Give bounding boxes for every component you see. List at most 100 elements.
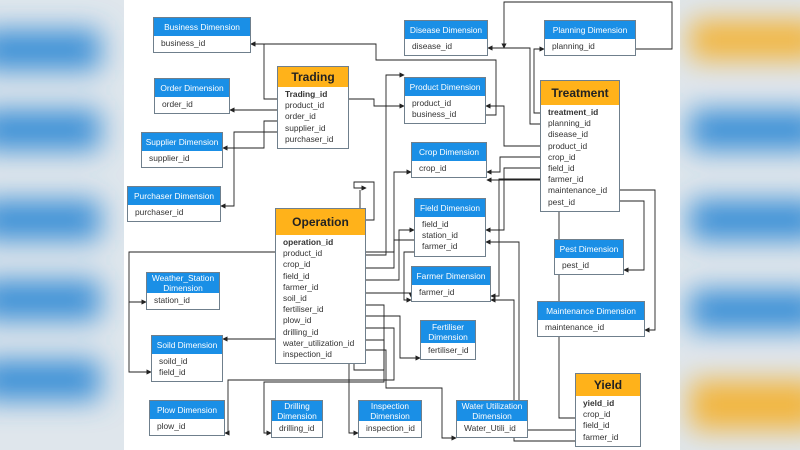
table-field: maintenance_id — [545, 322, 605, 332]
pest-field-list: pest_id — [555, 258, 623, 274]
supplier-field-list: supplier_id — [142, 151, 222, 167]
relationship-connector — [366, 349, 457, 441]
drilling-field-list: drilling_id — [272, 421, 322, 437]
relationship-connector — [620, 200, 645, 273]
table-field: farmer_id — [583, 431, 619, 442]
table-field: Water_Utili_id — [464, 423, 516, 433]
primary-key-field: yield_id — [583, 398, 615, 408]
relationship-connector — [349, 98, 405, 109]
table-field: product_id — [285, 100, 325, 111]
table-field: fertiliser_id — [428, 345, 469, 355]
table-field: pest_id — [562, 260, 590, 270]
table-field: farmer_id — [283, 281, 319, 292]
planning-dimension-table: Planning Dimension planning_id — [544, 20, 636, 57]
relationship-connector — [501, 1, 673, 50]
table-field: field_id — [159, 367, 186, 378]
drilling-table-title: Drilling Dimension — [272, 401, 322, 421]
product-table-title: Product Dimension — [405, 78, 485, 96]
field-table-title: Field Dimension — [415, 199, 485, 217]
table-field: disease_id — [412, 41, 453, 51]
table-field: maintenance_id — [548, 185, 608, 196]
table-field: purchaser_id — [285, 133, 334, 144]
supplier-table-title: Supplier Dimension — [142, 133, 222, 151]
disease-field-list: disease_id — [405, 39, 487, 55]
table-field: order_id — [162, 99, 193, 109]
fertiliser-field-list: fertiliser_id — [421, 343, 475, 359]
table-field: supplier_id — [149, 153, 190, 163]
primary-key-field: treatment_id — [548, 107, 599, 117]
table-field: crop_id — [583, 409, 611, 420]
relationship-connector — [485, 239, 575, 431]
table-field: crop_id — [548, 151, 576, 162]
weather-table-title: Weather_Station Dimension — [147, 273, 219, 293]
table-field: plow_id — [157, 421, 186, 431]
table-field: product_id — [412, 98, 452, 108]
maintenance-field-list: maintenance_id — [538, 320, 644, 336]
table-field: field_id — [583, 420, 610, 431]
table-field: product_id — [283, 248, 323, 259]
inspection-table-title: Inspection Dimension — [359, 401, 421, 421]
table-field: field_id — [422, 219, 449, 229]
fertiliser-dimension-table: Fertiliser Dimension fertiliser_id — [420, 320, 476, 361]
relationship-connector — [366, 315, 421, 361]
planning-table-title: Planning Dimension — [545, 21, 635, 39]
supplier-dimension-table: Supplier Dimension supplier_id — [141, 132, 223, 169]
business-field-list: business_id — [154, 36, 250, 52]
relationship-connector — [366, 72, 405, 256]
table-field: purchaser_id — [135, 207, 184, 217]
primary-key-field: operation_id — [283, 237, 334, 247]
relationship-connector — [403, 251, 414, 303]
inspection-dimension-table: Inspection Dimension inspection_id — [358, 400, 422, 439]
relationship-connector — [250, 41, 497, 116]
relationship-connector — [250, 41, 277, 100]
order-dimension-table: Order Dimension order_id — [154, 78, 230, 115]
table-field: farmer_id — [419, 287, 455, 297]
table-field: field_id — [548, 163, 575, 174]
water-field-list: Water_Utili_id — [457, 421, 527, 437]
soil-table-title: Soild Dimension — [152, 336, 222, 354]
order-table-title: Order Dimension — [155, 79, 229, 97]
table-field: drilling_id — [283, 326, 319, 337]
table-field: planning_id — [552, 41, 595, 51]
table-field: field_id — [283, 270, 310, 281]
relationship-connector — [486, 177, 575, 419]
plow-table-title: Plow Dimension — [150, 401, 224, 419]
water-table-title: Water Utilization Dimension — [457, 401, 527, 421]
fertiliser-table-title: Fertiliser Dimension — [421, 321, 475, 343]
table-field: planning_id — [548, 118, 591, 129]
relationship-connectors — [128, 1, 673, 442]
table-field: station_id — [422, 230, 458, 241]
table-field: pest_id — [548, 196, 576, 207]
relationship-connector — [366, 169, 412, 269]
relationship-connector — [128, 239, 414, 305]
table-field: inspection_id — [283, 349, 332, 360]
farmer-field-list: farmer_id — [412, 285, 490, 301]
relationship-connector — [224, 327, 395, 436]
treatment-table-title: Treatment — [541, 81, 619, 105]
primary-key-field: Trading_id — [285, 89, 328, 99]
farmer-table-title: Farmer Dimension — [412, 267, 490, 285]
table-field: station_id — [154, 295, 190, 305]
crop-field-list: crop_id — [412, 161, 486, 177]
order-field-list: order_id — [155, 97, 229, 113]
disease-table-title: Disease Dimension — [405, 21, 487, 39]
table-field: inspection_id — [366, 423, 415, 433]
plow-field-list: plow_id — [150, 419, 224, 435]
yield-table-title: Yield — [576, 374, 640, 396]
table-field: crop_id — [419, 163, 447, 173]
weather-dimension-table: Weather_Station Dimension station_id — [146, 272, 220, 311]
relationship-connector — [620, 189, 656, 333]
relationship-connector — [366, 227, 415, 281]
